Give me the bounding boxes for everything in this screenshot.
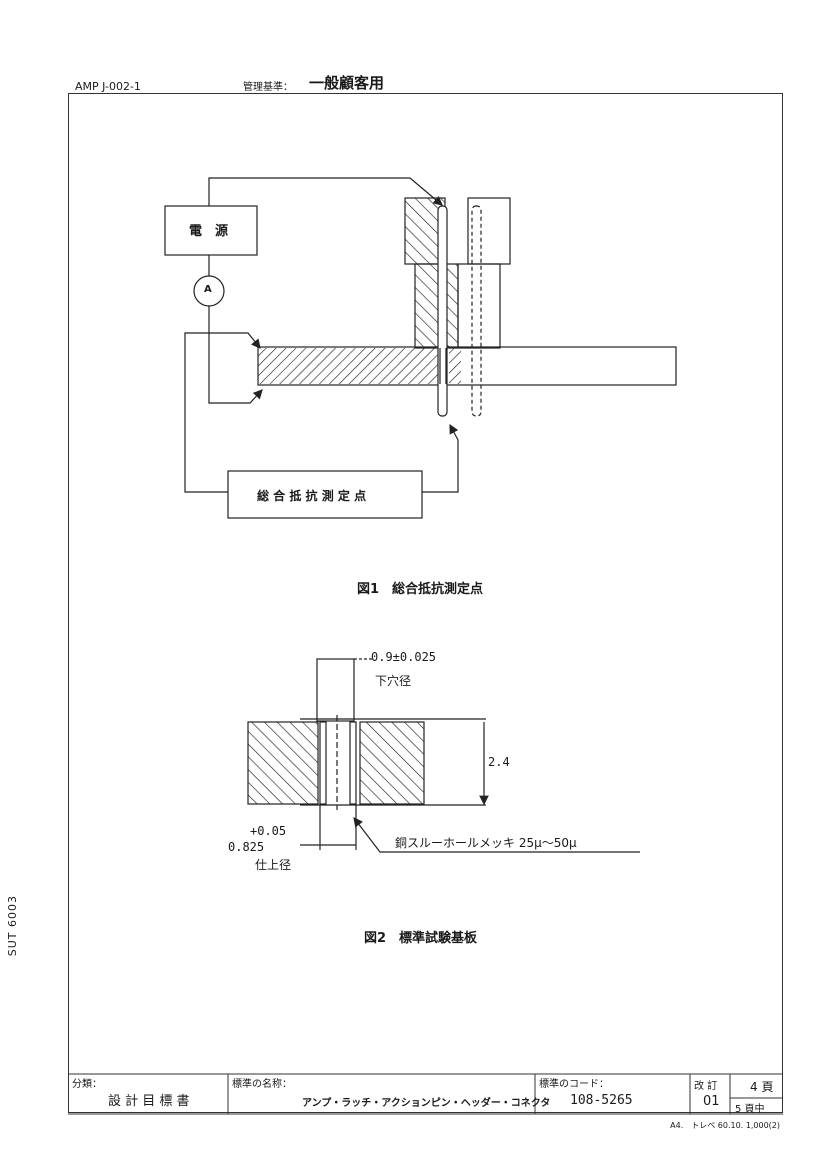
standard-code-label: 標準のコード： (539, 1079, 609, 1090)
figure1-caption: 図1 総合抵抗測定点 (357, 582, 484, 597)
measure-point-box (227, 470, 423, 519)
page-frame (68, 93, 783, 1113)
standard-name-value: アンプ・ラッチ・アクションピン・ヘッダー・コネクタ (302, 1098, 551, 1109)
hole-diameter: 0.9±0.025 (371, 650, 437, 664)
revision-value: 01 (703, 1094, 720, 1109)
footer-grid (68, 1073, 783, 1115)
page-current: 4 頁 (750, 1080, 774, 1094)
standard-code-value: 108-5265 (570, 1093, 633, 1108)
finish-tolerance: +0.05 (250, 824, 287, 838)
category-label: 分類： (72, 1079, 102, 1090)
power-source-label: 電 源 (189, 224, 229, 239)
side-margin-mark: SUT 6003 (6, 895, 19, 957)
management-standard-label: 管理基準： (243, 82, 293, 93)
finish-diameter-label: 仕上径 (255, 858, 292, 872)
revision-label: 改 訂 (694, 1081, 718, 1092)
board-thickness: 2.4 (488, 755, 510, 769)
figure2-caption: 図2 標準試験基板 (364, 931, 478, 946)
standard-name-label: 標準の名称： (232, 1079, 292, 1090)
category-value: 設 計 目 標 書 (108, 1094, 190, 1109)
measure-point-label: 総 合 抵 抗 測 定 点 (257, 489, 367, 503)
document-code: AMP J-002-1 (75, 80, 141, 93)
finish-diameter: 0.825 (228, 840, 265, 854)
power-source-box (164, 205, 258, 256)
plating-label: 銅スルーホールメッキ 25μ～50μ (395, 836, 577, 850)
hole-diameter-label: 下穴径 (375, 674, 412, 688)
page-total: 5 頁中 (735, 1104, 765, 1115)
ammeter-label: A (204, 284, 212, 295)
pin-outline (316, 658, 355, 722)
bottom-print-note: A4. トレペ 60.10. 1,000(2) (670, 1121, 780, 1130)
management-standard-value: 一般顧客用 (309, 74, 385, 92)
figure1-diagram (164, 177, 677, 519)
figure2-diagram (247, 658, 640, 853)
